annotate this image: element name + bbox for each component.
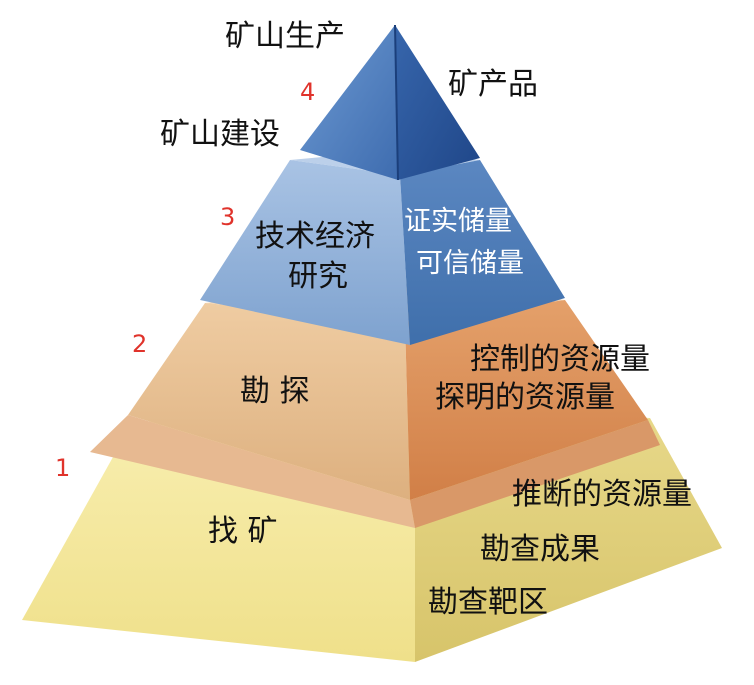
tier-4-ridge — [394, 24, 399, 181]
tier-4-right-label: 矿产品 — [448, 67, 538, 102]
tier-4-number: 4 — [300, 78, 316, 106]
tier-2-bottom-band-left — [90, 415, 415, 528]
tier-2-number: 2 — [132, 330, 148, 358]
tier-3-left-face — [200, 160, 410, 345]
tier-2-right-label-1: 控制的资源量 — [470, 342, 650, 377]
tier-3-left-label-line-1: 技术经济 — [255, 219, 375, 254]
tier-1-left-label: 找 矿 — [208, 514, 278, 549]
tier-2-left-face — [128, 303, 410, 500]
tier-1-right-label-3: 勘查靶区 — [428, 585, 548, 620]
tier-2-right-label-2: 探明的资源量 — [435, 380, 615, 415]
tier-4 — [300, 24, 480, 181]
tier-2-bottom-band-right — [410, 420, 660, 528]
tier-4-top-label: 矿山生产 — [225, 19, 345, 54]
tier-4-left-face — [300, 25, 398, 180]
tier-3-number: 3 — [220, 203, 236, 231]
tier-2-right-face — [405, 300, 648, 500]
tier-1-right-label-1: 推断的资源量 — [512, 477, 692, 512]
tier-3-right-face — [400, 160, 565, 345]
tier-1-right-label-2: 勘查成果 — [480, 532, 600, 567]
tier-2-left-label: 勘 探 — [240, 374, 310, 409]
tier-3-right-label-2: 可信储量 — [416, 248, 524, 279]
tier-3-right-label-1: 证实储量 — [404, 206, 512, 237]
tier-1-number: 1 — [55, 454, 71, 482]
tier-4-left-label: 矿山建设 — [160, 117, 280, 152]
tier-4-right-face — [395, 25, 480, 180]
tier-3-left-label-line-2: 研究 — [288, 259, 348, 294]
